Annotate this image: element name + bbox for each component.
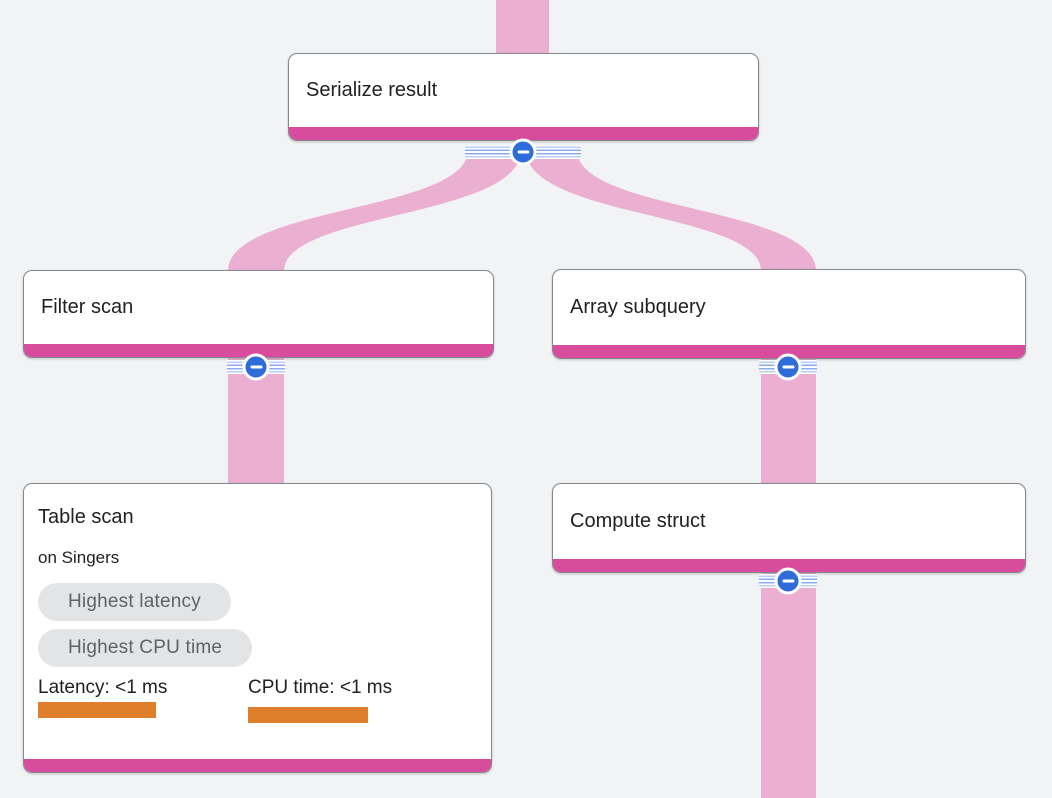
collapse-minus-icon bbox=[509, 138, 537, 166]
cpu-time-label: CPU time: <1 ms bbox=[248, 677, 393, 698]
node-table-scan[interactable]: Table scan on Singers Highest latency Hi… bbox=[23, 483, 492, 773]
node-compute-struct[interactable]: Compute struct bbox=[552, 483, 1026, 573]
edge-array-to-compute bbox=[761, 356, 816, 484]
metrics-row: Latency: <1 ms CPU time: <1 ms bbox=[38, 676, 477, 723]
node-accent-bar bbox=[553, 345, 1025, 358]
node-title: Serialize result bbox=[306, 79, 438, 101]
node-accent-bar bbox=[24, 344, 493, 357]
node-accent-bar bbox=[289, 127, 758, 140]
node-array-subquery[interactable]: Array subquery bbox=[552, 269, 1026, 359]
badge-highest-cpu-time: Highest CPU time bbox=[38, 629, 253, 667]
collapse-minus-icon bbox=[774, 353, 802, 381]
node-accent-bar bbox=[553, 559, 1025, 572]
edge-serialize-to-array bbox=[526, 150, 816, 271]
edge-above-to-serialize bbox=[496, 0, 549, 54]
cpu-time-bar bbox=[248, 707, 368, 723]
collapse-minus-icon bbox=[242, 353, 270, 381]
latency-label: Latency: <1 ms bbox=[38, 677, 168, 698]
node-serialize-result[interactable]: Serialize result bbox=[288, 53, 759, 141]
edge-compute-to-below bbox=[761, 571, 816, 798]
collapse-minus-icon bbox=[774, 567, 802, 595]
collapse-button-compute-struct[interactable] bbox=[759, 567, 817, 595]
node-title: Table scan bbox=[38, 506, 134, 528]
node-title: Array subquery bbox=[570, 296, 706, 318]
collapse-button-array-subquery[interactable] bbox=[759, 353, 817, 381]
node-subtitle: on Singers bbox=[38, 548, 120, 567]
node-title: Filter scan bbox=[41, 296, 134, 318]
badge-highest-latency: Highest latency bbox=[38, 583, 231, 621]
collapse-button-serialize-result[interactable] bbox=[465, 138, 581, 166]
latency-bar bbox=[38, 702, 156, 718]
cpu-time-metric: CPU time: <1 ms bbox=[248, 676, 392, 723]
node-filter-scan[interactable]: Filter scan bbox=[23, 270, 494, 358]
edge-serialize-to-filter bbox=[228, 150, 521, 271]
latency-metric: Latency: <1 ms bbox=[38, 676, 248, 723]
node-title: Compute struct bbox=[570, 510, 706, 532]
collapse-button-filter-scan[interactable] bbox=[227, 353, 285, 381]
edge-filter-to-table bbox=[228, 356, 284, 484]
node-accent-bar bbox=[24, 759, 491, 772]
